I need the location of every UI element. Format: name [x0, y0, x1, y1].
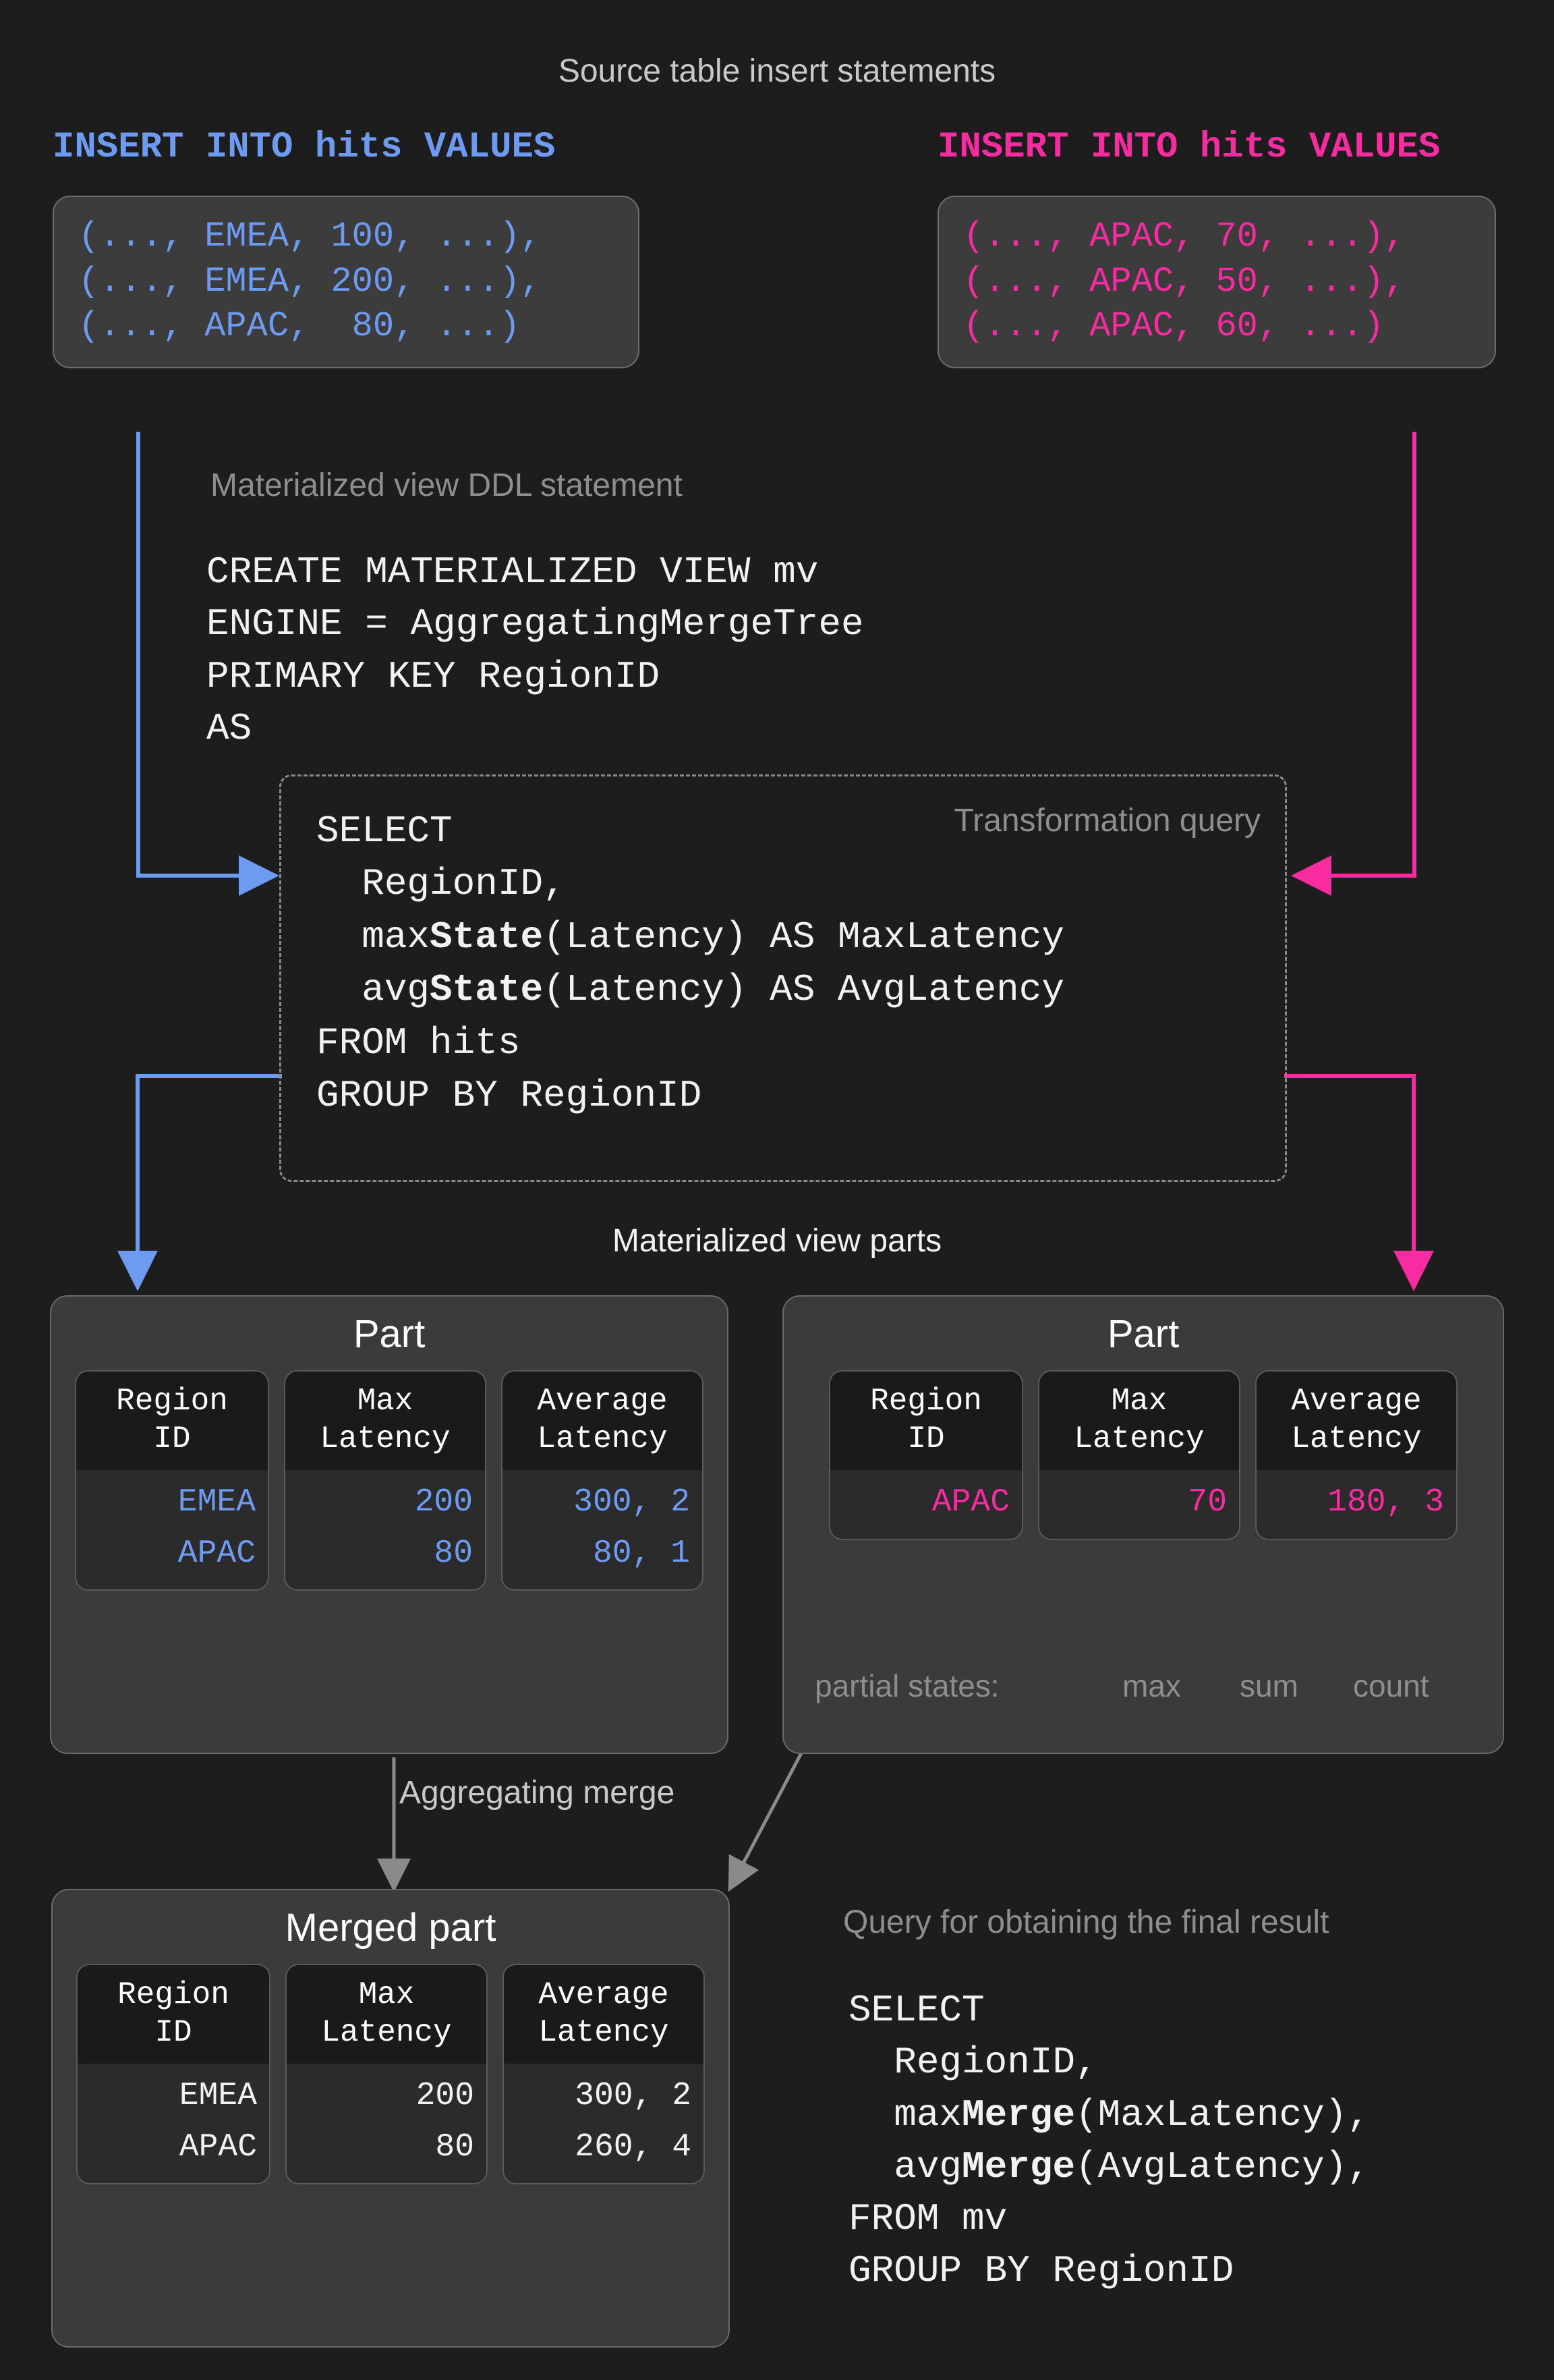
left-insert-values-panel: (..., EMEA, 100, ...), (..., EMEA, 200, … [53, 196, 639, 368]
column-header: Max Latency [1039, 1371, 1239, 1471]
wire-right-insert-to-query [1291, 432, 1416, 896]
column-header: Average Latency [504, 1965, 703, 2064]
left-insert-row: (..., APAC, 80, ...) [78, 306, 521, 347]
column-average-latency: Average Latency 300, 2 80, 1 [501, 1370, 703, 1591]
column-region-id: Region ID APAC [829, 1370, 1023, 1540]
column-header: Region ID [78, 1965, 269, 2064]
table-cell: EMEA [177, 1484, 256, 1521]
table-cell: 200 [414, 1484, 473, 1521]
column-header: Region ID [76, 1371, 268, 1471]
ddl-line: CREATE MATERIALIZED VIEW mv [206, 550, 819, 594]
final-query-block: SELECT RegionID, maxMerge(MaxLatency), a… [848, 1985, 1370, 2298]
tq-line: GROUP BY RegionID [316, 1073, 702, 1117]
left-insert-row: (..., EMEA, 100, ...), [78, 217, 542, 256]
table-cell: 80 [434, 1535, 473, 1572]
column-average-latency: Average Latency 180, 3 [1255, 1370, 1458, 1540]
merged-part-title: Merged part [285, 1906, 496, 1950]
left-insert-statement-header: INSERT INTO hits VALUES [53, 127, 556, 168]
mv-ddl-block: CREATE MATERIALIZED VIEW mv ENGINE = Agg… [206, 546, 864, 755]
tq-line: avgState(Latency) AS AvgLatency [316, 968, 1064, 1012]
right-insert-row: (..., APAC, 70, ...), [963, 217, 1406, 256]
fq-line: avgMerge(AvgLatency), [848, 2145, 1370, 2188]
heading-mv-ddl: Materialized view DDL statement [210, 468, 683, 503]
merged-part-panel: Merged part Region ID EMEA APAC Max Late… [51, 1889, 730, 2348]
heading-final-query: Query for obtaining the final result [843, 1904, 1329, 1940]
table-cell: APAC [177, 1535, 256, 1572]
right-insert-row: (..., APAC, 50, ...), [963, 261, 1406, 302]
table-cell: EMEA [179, 2078, 257, 2115]
right-part-panel: Part Region ID APAC Max Latency 70 Avera… [782, 1295, 1504, 1754]
label-aggregating-merge: Aggregating merge [399, 1775, 675, 1811]
table-cell: 260, 4 [575, 2128, 691, 2165]
column-header: Average Latency [502, 1371, 702, 1471]
fq-line: RegionID, [848, 2041, 1098, 2085]
right-insert-statement-header: INSERT INTO hits VALUES [938, 127, 1441, 168]
left-part-panel: Part Region ID EMEA APAC Max Latency 200… [50, 1295, 728, 1754]
table-cell: APAC [931, 1484, 1010, 1521]
heading-source-inserts: Source table insert statements [558, 53, 996, 89]
column-header: Average Latency [1257, 1371, 1456, 1471]
ddl-line: AS [206, 706, 252, 750]
tq-line: SELECT [316, 810, 453, 853]
partial-state-max: max [1122, 1668, 1181, 1703]
ddl-line: PRIMARY KEY RegionID [206, 654, 660, 698]
table-cell: 70 [1188, 1484, 1227, 1521]
column-header: Max Latency [287, 1965, 486, 2064]
column-region-id: Region ID EMEA APAC [75, 1370, 269, 1591]
right-part-title: Part [1107, 1312, 1180, 1356]
table-cell: APAC [179, 2128, 257, 2165]
left-insert-row: (..., EMEA, 200, ...), [78, 261, 542, 302]
column-header: Region ID [830, 1371, 1022, 1471]
tq-line: FROM hits [316, 1021, 521, 1065]
fq-line: maxMerge(MaxLatency), [848, 2093, 1370, 2136]
left-part-title: Part [353, 1312, 426, 1356]
partial-states-label: partial states: [815, 1668, 1000, 1703]
column-header: Max Latency [285, 1371, 485, 1471]
fq-line: FROM mv [848, 2197, 1008, 2241]
heading-mv-parts: Materialized view parts [612, 1223, 942, 1259]
table-cell: 80 [435, 2128, 474, 2165]
table-cell: 300, 2 [575, 2078, 691, 2115]
column-max-latency: Max Latency 70 [1038, 1370, 1240, 1540]
column-max-latency: Max Latency 200 80 [285, 1964, 488, 2185]
table-cell: 80, 1 [592, 1535, 690, 1572]
ddl-line: ENGINE = AggregatingMergeTree [206, 602, 864, 646]
table-cell: 300, 2 [573, 1484, 690, 1521]
tq-line: maxState(Latency) AS MaxLatency [316, 915, 1064, 959]
fq-line: SELECT [848, 1989, 985, 2032]
partial-state-sum: sum [1240, 1668, 1298, 1703]
transformation-query-box: Transformation query SELECT RegionID, ma… [279, 774, 1287, 1182]
wire-right-part-to-merged [728, 1749, 805, 1892]
column-max-latency: Max Latency 200 80 [284, 1370, 486, 1591]
tq-line: RegionID, [316, 862, 566, 906]
table-cell: 200 [415, 2078, 474, 2115]
column-average-latency: Average Latency 300, 2 260, 4 [502, 1964, 705, 2185]
column-region-id: Region ID EMEA APAC [76, 1964, 270, 2185]
table-cell: 180, 3 [1327, 1484, 1444, 1521]
right-insert-values-panel: (..., APAC, 70, ...), (..., APAC, 50, ..… [938, 196, 1496, 368]
right-insert-row: (..., APAC, 60, ...) [963, 306, 1385, 347]
heading-transformation-query: Transformation query [954, 803, 1261, 839]
partial-state-count: count [1353, 1668, 1429, 1703]
fq-line: GROUP BY RegionID [848, 2249, 1234, 2293]
